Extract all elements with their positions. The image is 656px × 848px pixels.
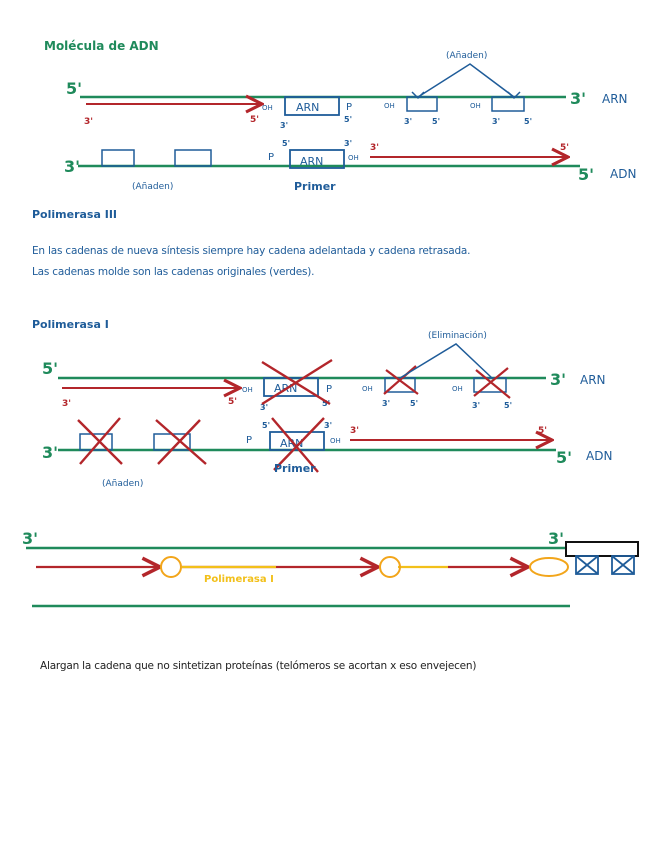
label-5prime: 5': [410, 399, 418, 408]
label-5prime: 5': [432, 117, 440, 126]
label-3prime: 3': [404, 117, 412, 126]
label-5prime: 5': [538, 426, 547, 436]
fragment-box: [406, 96, 438, 112]
label-3prime: 3': [344, 139, 352, 148]
label-arn: ARN: [300, 155, 323, 168]
cross-mark: [575, 555, 599, 575]
fragment-box: [473, 377, 507, 393]
telomerase-ellipse: [529, 557, 569, 577]
eliminacion-caret: [399, 343, 493, 379]
label-5prime: 5': [578, 165, 594, 184]
label-p: P: [246, 435, 252, 446]
label-oh: OH: [242, 386, 253, 394]
fragment-box: [174, 149, 212, 167]
molecula-title: Molécula de ADN: [44, 39, 159, 53]
label-adn: ADN: [610, 167, 636, 181]
label-oh: OH: [470, 102, 481, 110]
label-p: P: [268, 152, 274, 163]
label-5prime: 5': [282, 139, 290, 148]
label-p: P: [326, 384, 332, 395]
label-oh: OH: [452, 385, 463, 393]
primer-box: [269, 431, 325, 451]
label-primer: Primer: [274, 462, 316, 475]
section-telomeres: 3' 3' Polimerasa I: [22, 529, 639, 608]
note-line-1: En las cadenas de nueva síntesis siempre…: [32, 245, 471, 257]
label-5prime: 5': [504, 401, 512, 410]
label-5prime: 5': [322, 399, 330, 408]
label-3prime: 3': [64, 157, 80, 176]
label-3prime: 3': [472, 401, 480, 410]
note-line-2: Las cadenas molde son las cadenas origin…: [32, 266, 315, 278]
cross-mark: [155, 419, 207, 465]
cross-mark: [77, 417, 123, 465]
label-oh: OH: [330, 437, 341, 445]
cross-mark: [473, 367, 511, 399]
label-3prime: 3': [550, 370, 566, 389]
label-anaden: (Añaden): [132, 182, 173, 192]
label-3prime: 3': [492, 117, 500, 126]
label-oh: OH: [262, 104, 273, 112]
label-primer: Primer: [294, 180, 336, 193]
label-5prime: 5': [250, 115, 259, 125]
label-5prime: 5': [344, 115, 352, 124]
label-3prime: 3': [42, 443, 58, 462]
label-arn: ARN: [602, 92, 628, 106]
label-oh: OH: [362, 385, 373, 393]
cross-mark: [261, 358, 333, 406]
label-arn: ARN: [580, 373, 606, 387]
note-line-3: Alargan la cadena que no sintetizan prot…: [40, 660, 477, 672]
label-3prime: 3': [370, 143, 379, 153]
label-3prime: 3': [570, 89, 586, 108]
fragment-box: [79, 433, 113, 451]
label-3prime: 3': [260, 403, 268, 412]
polymerase-circle: [160, 556, 182, 578]
label-5prime: 5': [524, 117, 532, 126]
label-5prime: 5': [66, 79, 82, 98]
label-arn: ARN: [296, 101, 319, 114]
label-anaden: (Añaden): [446, 51, 487, 61]
label-adn: ADN: [586, 449, 612, 463]
anaden-caret: [417, 63, 515, 98]
polimerasa-iii-title: Polimerasa III: [32, 208, 118, 221]
telomere-unit: [575, 555, 599, 575]
label-3prime: 3': [62, 399, 71, 409]
arn-primer-box: [284, 96, 340, 116]
cross-mark: [611, 555, 635, 575]
label-5prime: 5': [556, 448, 572, 467]
label-oh: OH: [348, 154, 359, 162]
caret-arrowhead: [411, 91, 425, 100]
label-anaden: (Añaden): [102, 479, 143, 489]
polimerasa-i-title: Polimerasa I: [32, 318, 109, 331]
arn-primer-box: [263, 377, 319, 397]
label-3prime: 3': [280, 121, 288, 130]
label-3prime: 3': [548, 529, 564, 548]
fragment-box: [491, 96, 525, 112]
label-5prime: 5': [42, 359, 58, 378]
label-oh: OH: [384, 102, 395, 110]
label-eliminacion: (Eliminación): [428, 330, 487, 341]
label-5prime: 5': [262, 421, 270, 430]
section-molecula: 5' 3' ARN 3' 5' OH ARN P 3' 5' OH 3' 5' …: [64, 51, 636, 193]
label-3prime: 3': [84, 117, 93, 127]
caret-arrowhead: [507, 91, 521, 100]
fragment-box: [101, 149, 135, 167]
label-p: P: [346, 102, 352, 113]
label-3prime: 3': [350, 426, 359, 436]
cross-mark: [271, 417, 325, 473]
label-polimerasa-i: Polimerasa I: [204, 574, 274, 585]
label-5prime: 5': [228, 397, 237, 407]
label-5prime: 5': [560, 143, 569, 153]
primer-box: [289, 149, 345, 169]
label-3prime: 3': [324, 421, 332, 430]
telomere-box: [565, 541, 639, 557]
label-3prime: 3': [382, 399, 390, 408]
telomere-unit: [611, 555, 635, 575]
section-polimerasa-i: 5' 3' ARN 3' 5' OH ARN P 3' 5' OH 3' 5' …: [42, 330, 612, 489]
polymerase-circle: [379, 556, 401, 578]
label-3prime: 3': [22, 529, 38, 548]
